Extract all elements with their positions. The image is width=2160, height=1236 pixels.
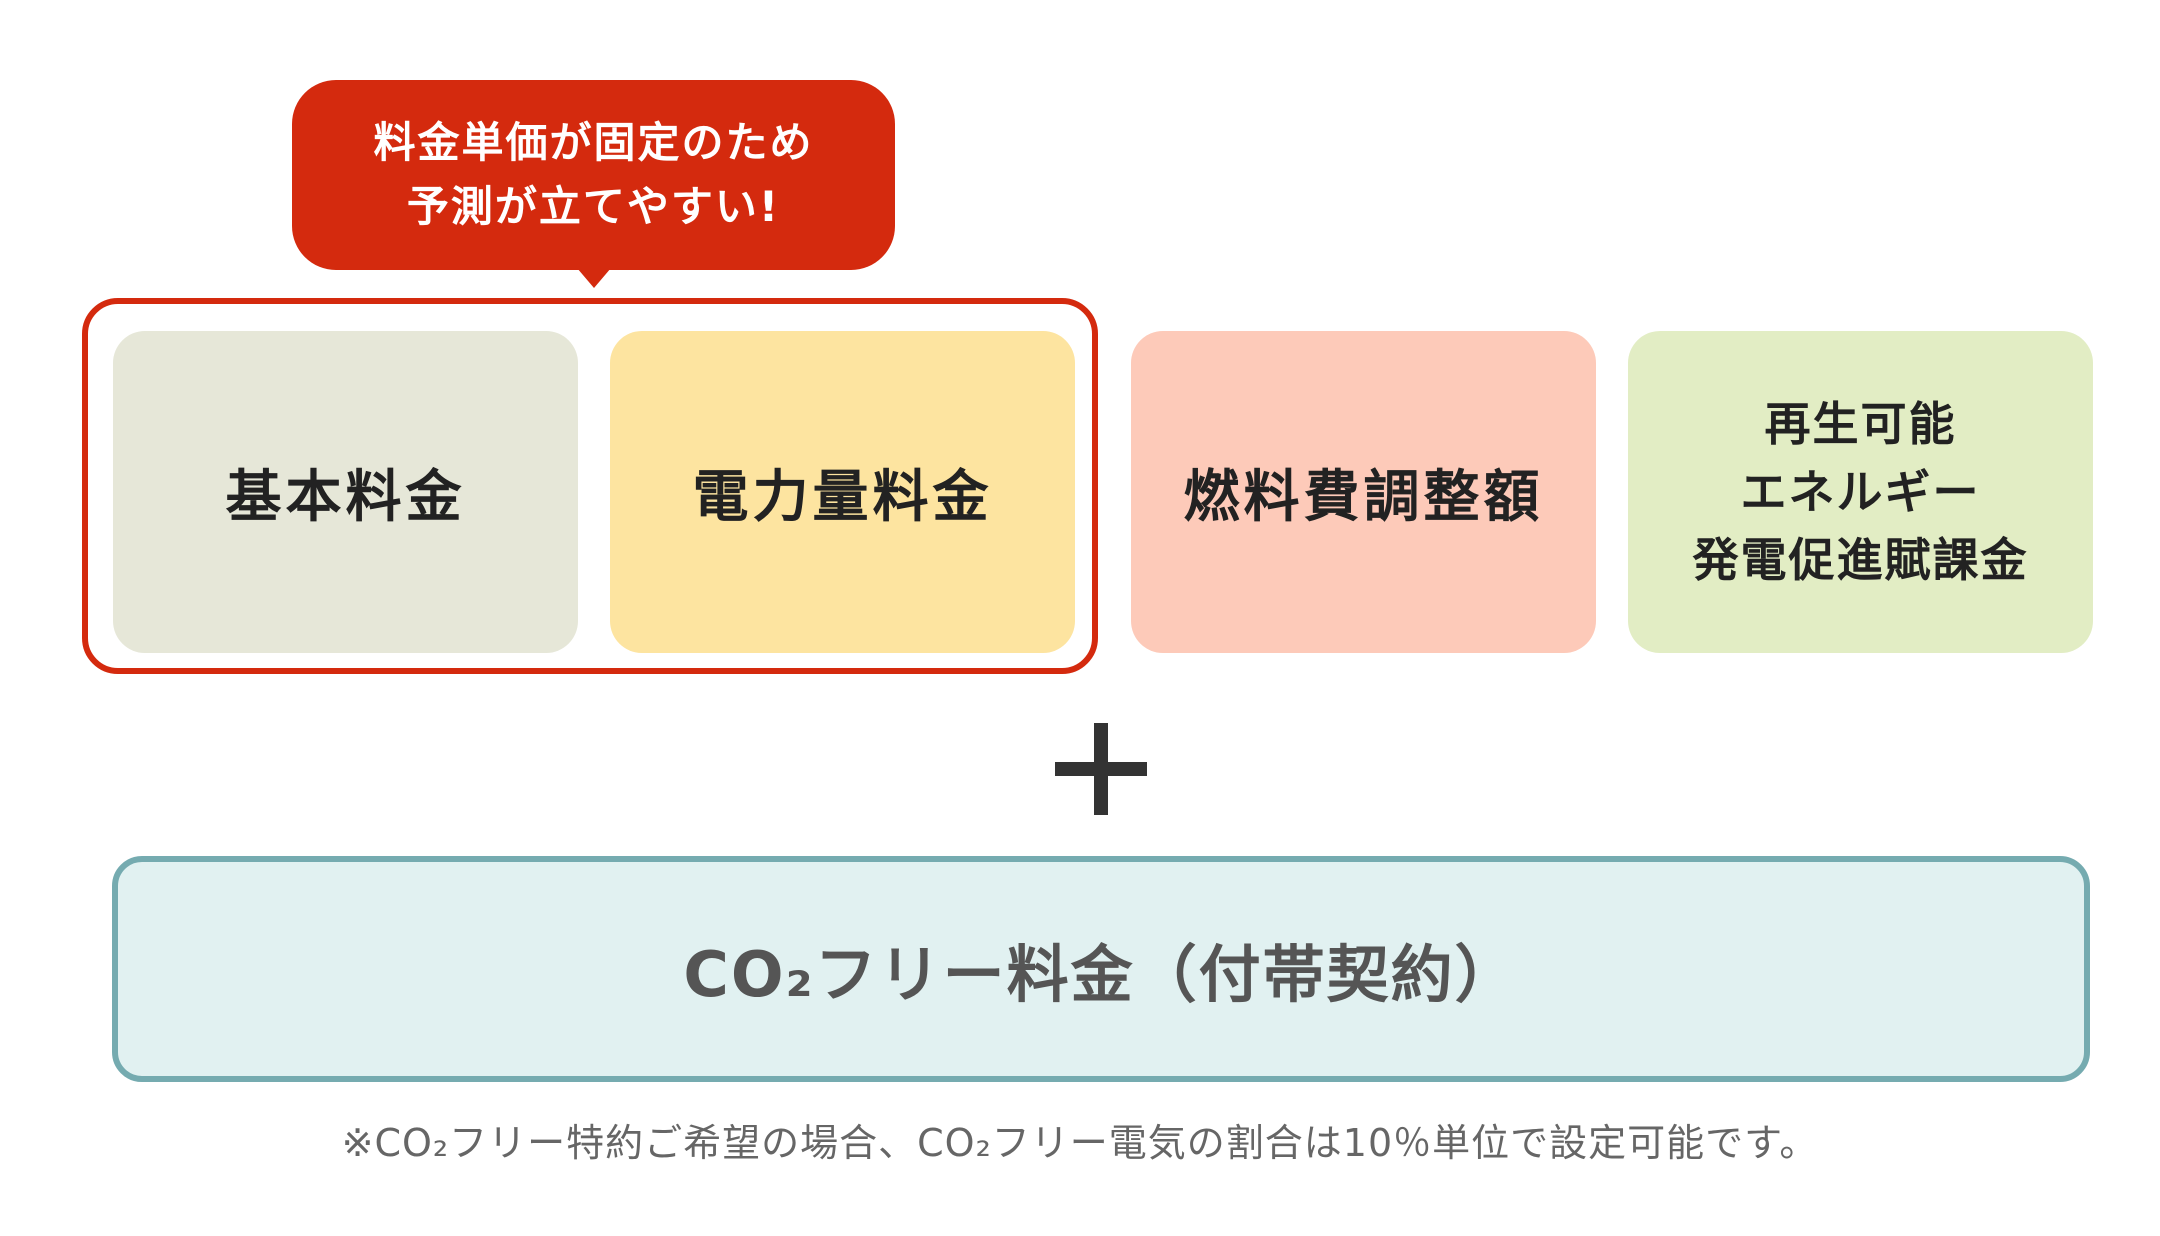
box-energy-charge-label: 電力量料金 — [692, 464, 993, 530]
box-renewable-line-3: 発電促進賦課金 — [1692, 533, 2029, 587]
box-fuel-adjustment-label: 燃料費調整額 — [1183, 464, 1544, 530]
co2-free-fee-box: CO₂フリー料金（付帯契約） — [112, 856, 2090, 1082]
box-energy-charge: 電力量料金 — [610, 331, 1075, 653]
box-renewable-line-1: 再生可能 — [1764, 397, 1957, 451]
box-renewable-line-2: エネルギー — [1740, 465, 1981, 519]
box-basic-fee: 基本料金 — [113, 331, 578, 653]
box-basic-fee-label: 基本料金 — [225, 464, 466, 530]
callout-tail — [577, 268, 611, 288]
footnote: ※CO₂フリー特約ご希望の場合、CO₂フリー電気の割合は10％単位で設定可能です… — [341, 1121, 1819, 1165]
fixed-price-frame — [82, 298, 1098, 674]
co2-free-fee-label: CO₂フリー料金（付帯契約） — [683, 938, 1519, 1011]
plus-icon — [1055, 723, 1147, 815]
callout-line-2: 予測が立てやすい! — [406, 182, 781, 231]
box-renewable-surcharge: 再生可能 エネルギー 発電促進賦課金 — [1628, 331, 2093, 653]
callout-bubble: 料金単価が固定のため 予測が立てやすい! — [292, 80, 895, 270]
callout-line-1: 料金単価が固定のため — [373, 118, 814, 167]
box-fuel-adjustment: 燃料費調整額 — [1131, 331, 1596, 653]
